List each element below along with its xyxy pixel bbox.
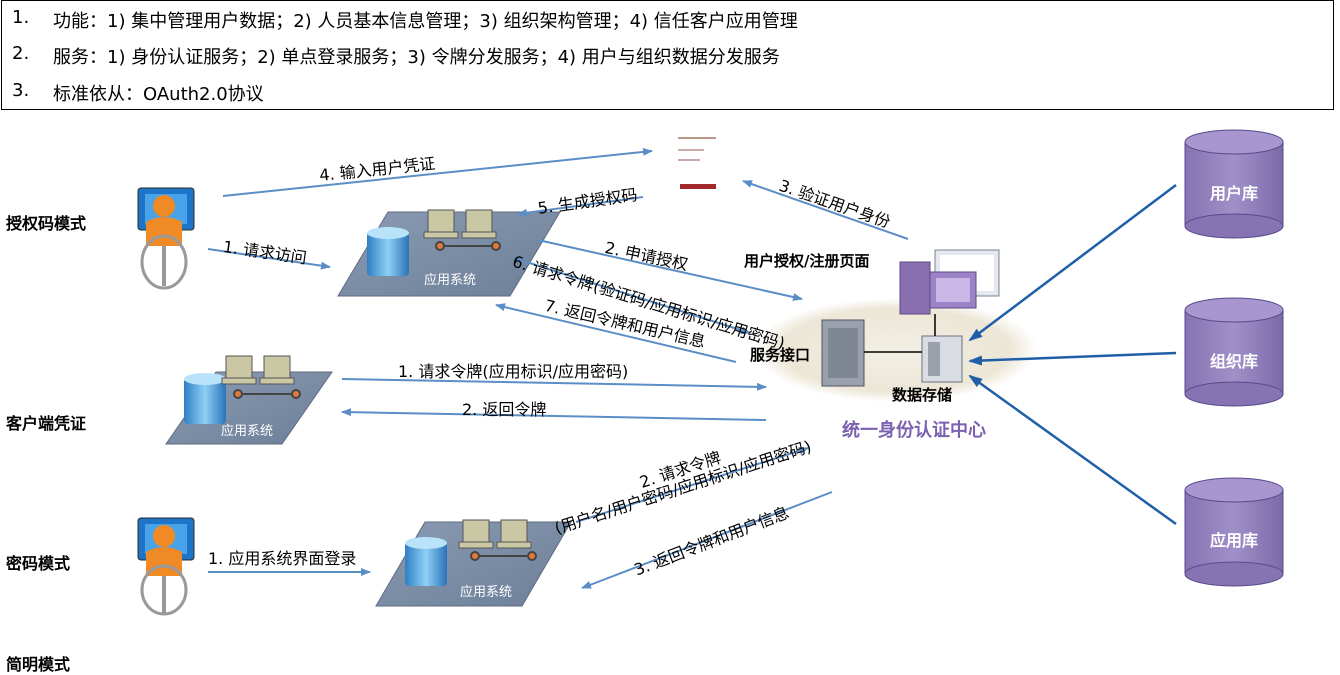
mode-client-credential: 客户端凭证 [6, 414, 87, 433]
mode-password: 密码模式 [6, 554, 71, 573]
mode-implicit: 简明模式 [6, 655, 71, 674]
arrow-password-return-token [581, 491, 833, 589]
auth-page-label: 用户授权/注册页面 [744, 252, 870, 270]
arrow-user-db [968, 184, 1177, 342]
arrow-gen-code [517, 196, 644, 217]
app-system-label: 应用系统 [221, 424, 274, 439]
arrow-return-token-user [495, 303, 737, 363]
arrow-password-request-token [575, 446, 809, 523]
label-client-request-token: 1. 请求令牌(应用标识/应用密码) [398, 362, 629, 381]
app-system-label: 应用系统 [460, 585, 513, 600]
arrow-request-token-code [513, 257, 751, 335]
arrow-request-access [207, 248, 331, 270]
arrow-app-db [968, 374, 1177, 526]
service-server-icon [821, 319, 865, 387]
user-db-cylinder [1184, 129, 1284, 239]
center-title: 统一身份认证中心 [842, 420, 986, 441]
user-figure-2 [137, 517, 195, 616]
org-db-cylinder [1184, 297, 1284, 407]
org-db-label: 组织库 [1209, 352, 1258, 371]
mode-auth-code: 授权码模式 [6, 214, 87, 233]
service-api-label: 服务接口 [750, 346, 811, 364]
center-connectors [864, 314, 936, 353]
label-password-login: 1. 应用系统界面登录 [208, 549, 357, 568]
arrow-client-return-token [341, 408, 767, 421]
auth-page-thumbnail [672, 131, 720, 193]
info-box: 1. 功能：1) 集中管理用户数据；2) 人员基本信息管理；3) 组织架构管理；… [1, 0, 1334, 110]
arrow-org-db [968, 351, 1177, 366]
label-client-return-token: 2. 返回令牌 [462, 400, 547, 419]
app-system-label: 应用系统 [424, 273, 477, 288]
user-db-label: 用户库 [1209, 184, 1258, 203]
data-storage-icon [921, 335, 963, 383]
app-db-label: 应用库 [1209, 531, 1258, 550]
app-db-cylinder [1184, 477, 1284, 587]
arrow-input-credential [222, 147, 653, 197]
db-icon [184, 227, 447, 586]
arrow-verify-identity [742, 180, 909, 240]
data-store-label: 数据存储 [892, 386, 953, 404]
pc-link [233, 241, 537, 561]
user-figure-1 [137, 187, 195, 290]
workstation-icon [899, 249, 1000, 315]
arrow-client-request-token [341, 378, 767, 391]
arrow-apply-auth [537, 239, 803, 301]
pc-icon [221, 209, 532, 549]
